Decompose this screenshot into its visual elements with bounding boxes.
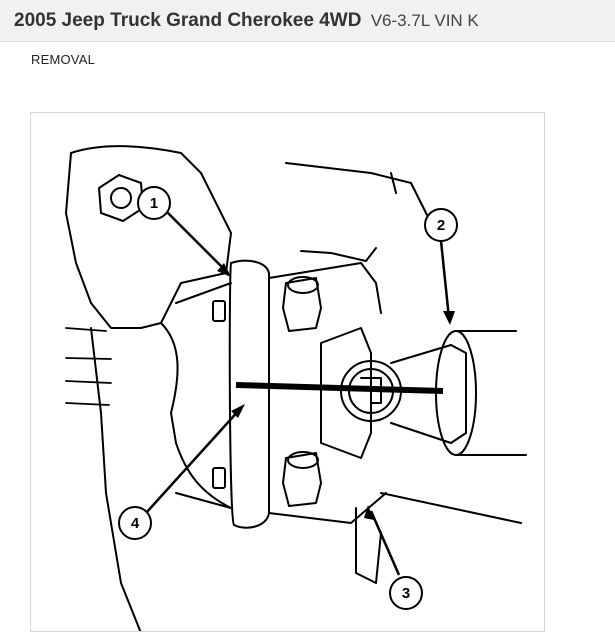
figure-frame: 1 2 3 4 xyxy=(30,112,545,632)
lower-bolt xyxy=(212,451,322,507)
universal-joint xyxy=(320,327,467,459)
leader-lines xyxy=(145,210,451,576)
title-bar: 2005 Jeep Truck Grand Cherokee 4WD V6-3.… xyxy=(0,0,615,42)
callout-3: 3 xyxy=(389,576,423,610)
callout-1-label: 1 xyxy=(150,195,158,212)
driveshaft-removal-illustration: 1 2 3 4 xyxy=(65,145,527,631)
housing-outline xyxy=(65,145,232,329)
housing-fins xyxy=(65,327,112,406)
page-title: 2005 Jeep Truck Grand Cherokee 4WD V6-3.… xyxy=(14,10,479,32)
alignment-mark xyxy=(235,382,444,394)
callout-1: 1 xyxy=(137,186,171,220)
upper-bolt xyxy=(212,276,322,332)
background-lines xyxy=(285,162,432,262)
flange-yoke xyxy=(175,259,387,529)
leader-arrowheads xyxy=(217,263,455,520)
vehicle-title: 2005 Jeep Truck Grand Cherokee 4WD xyxy=(14,10,362,31)
section-label: REMOVAL xyxy=(31,52,96,67)
callout-4: 4 xyxy=(118,506,152,540)
housing-bolt xyxy=(98,174,144,222)
callout-2-label: 2 xyxy=(437,217,445,234)
housing-contour xyxy=(160,322,232,509)
callout-4-label: 4 xyxy=(131,515,140,532)
lower-bracket xyxy=(355,507,382,584)
callout-2: 2 xyxy=(424,208,458,242)
engine-subtitle: V6-3.7L VIN K xyxy=(370,11,479,30)
housing-lower xyxy=(90,327,142,631)
callout-3-label: 3 xyxy=(402,585,410,602)
